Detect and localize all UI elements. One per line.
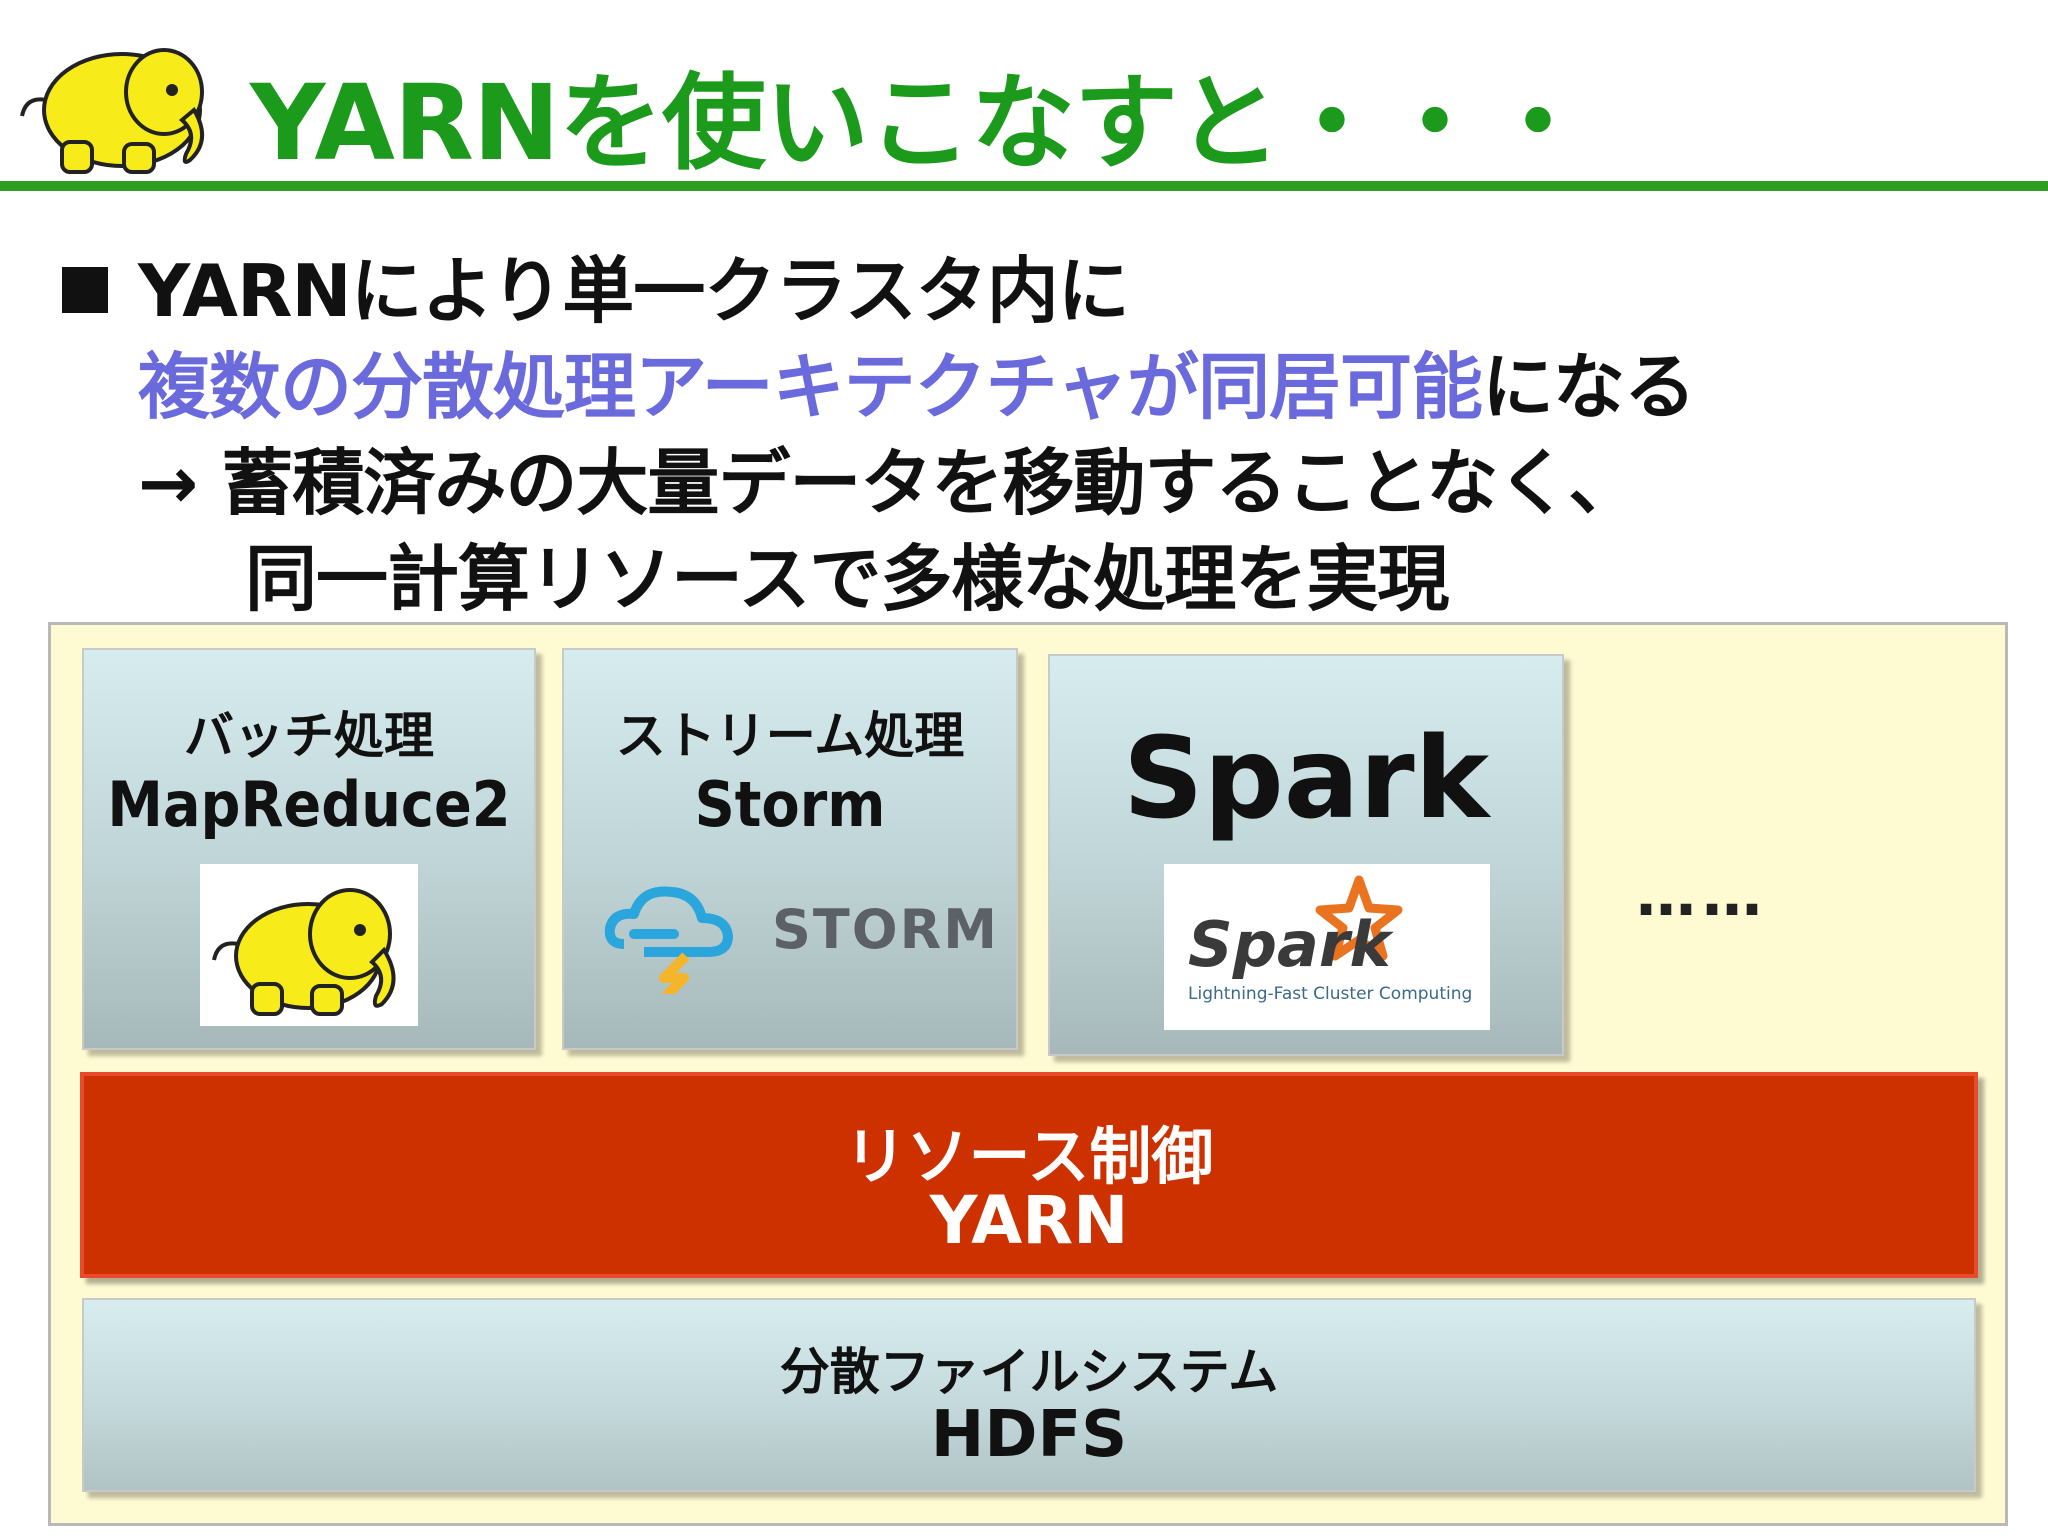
spark-star-icon — [1315, 875, 1403, 961]
framework-box-storm: ストリーム処理 Storm STORM — [562, 648, 1018, 1050]
bullet-square-icon — [62, 267, 108, 314]
bullet-line-3: → 蓄積済みの大量データを移動することなく、 — [138, 441, 1640, 525]
storm-logo-text: STORM — [772, 898, 999, 961]
title-underline — [0, 181, 2048, 191]
storage-layer-label: 分散ファイルシステム — [779, 1343, 1279, 1401]
hadoop-elephant-icon — [200, 864, 418, 1026]
framework-category: ストリーム処理 — [615, 707, 965, 765]
storage-layer-name: HDFS — [930, 1398, 1128, 1472]
framework-name: Storm — [694, 768, 886, 841]
framework-box-mapreduce: バッチ処理 MapReduce2 — [82, 648, 536, 1050]
highlight-text: 複数の分散処理アーキテクチャが同居可能 — [138, 345, 1483, 429]
framework-category: バッチ処理 — [184, 707, 434, 765]
bullet-line-1: YARNにより単一クラスタ内に — [62, 232, 1130, 337]
hadoop-elephant-icon — [20, 48, 204, 174]
framework-name: MapReduce2 — [107, 768, 511, 841]
framework-name: Spark — [1122, 714, 1490, 844]
framework-box-spark: Spark Spark Lightning-Fast Cluster Compu… — [1048, 654, 1564, 1056]
storage-layer-hdfs: 分散ファイルシステム HDFS — [82, 1298, 1976, 1492]
resource-layer-yarn: リソース制御 YARN — [80, 1072, 1978, 1278]
storm-logo: STORM — [604, 874, 997, 994]
page-title: YARNを使いこなすと・・・ — [250, 62, 1590, 184]
spark-logo: Spark Lightning-Fast Cluster Computing — [1164, 864, 1490, 1030]
spark-logo-tagline: Lightning-Fast Cluster Computing — [1188, 984, 1473, 1004]
resource-layer-label: リソース制御 — [844, 1120, 1214, 1193]
storm-cloud-icon — [604, 886, 733, 994]
bullet-text-1: YARNにより単一クラスタ内に — [138, 249, 1130, 333]
bullet-line-2: 複数の分散処理アーキテクチャが同居可能になる — [138, 328, 1696, 433]
resource-layer-name: YARN — [929, 1182, 1129, 1259]
more-frameworks-ellipsis: …… — [1636, 860, 1768, 930]
bullet-line-4: 同一計算リソースで多様な処理を実現 — [245, 537, 1449, 621]
spark-logo-text: Spark — [1188, 908, 1391, 981]
bullet-text-2: になる — [1481, 345, 1696, 429]
